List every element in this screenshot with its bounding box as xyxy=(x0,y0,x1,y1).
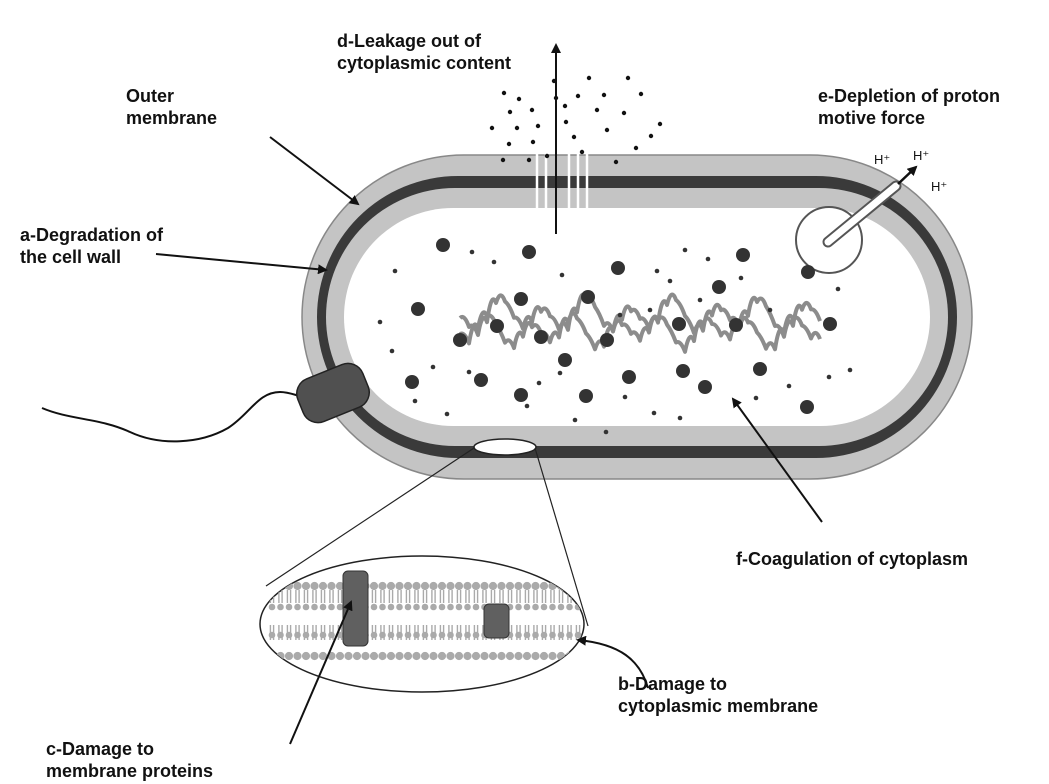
arrow-outer-membrane xyxy=(270,137,358,204)
proton-2: H⁺ xyxy=(913,148,929,163)
proton-1: H⁺ xyxy=(874,152,890,167)
membrane-patch xyxy=(474,439,536,455)
leaking-particles xyxy=(490,76,662,164)
flagellum-icon xyxy=(42,359,374,442)
protein-icon xyxy=(343,571,368,646)
lipid-bilayer-icon xyxy=(260,556,584,692)
arrow-degradation xyxy=(156,254,326,270)
proton-3: H⁺ xyxy=(931,179,947,194)
label-coagulation: f-Coagulation of cytoplasm xyxy=(736,548,968,570)
protein-icon-small xyxy=(484,604,509,638)
